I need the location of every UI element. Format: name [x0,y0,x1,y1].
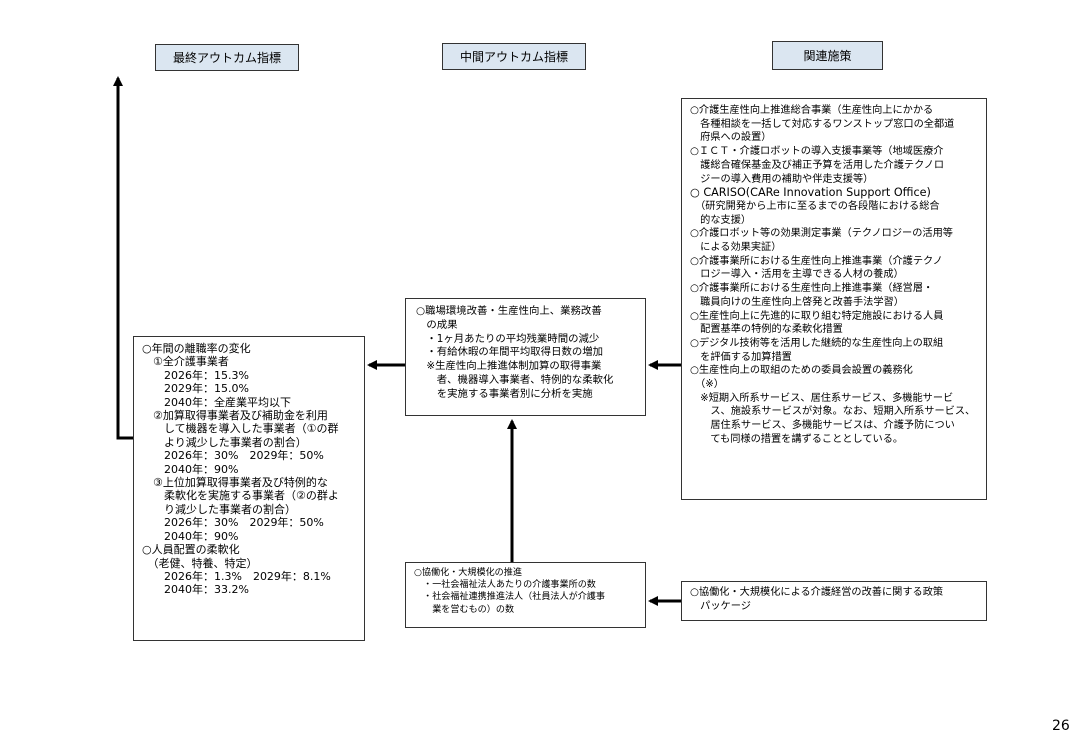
final-line: 2029年：15.0% [142,382,249,396]
final-outcome-box: ○年間の離職率の変化 ①全介護事業者 2026年：15.3% 2029年：15.… [133,336,365,641]
related-measures-box: ○介護生産性向上推進総合事業（生産性向上にかかる 各種相談を一括して対応するワン… [681,98,987,500]
final-line: ②加算取得事業者及び補助金を利用 [142,409,328,423]
header-intermediate-outcome: 中間アウトカム指標 [442,43,586,70]
measure-line: ○介護ロボット等の効果測定事業（テクノロジーの活用等 [690,228,953,240]
policy-package-box: ○協働化・大規模化による介護経営の改善に関する政策 パッケージ [681,581,987,621]
measure-note-line: 居住系サービス、多機能サービスは、介護予防につい [690,420,955,432]
final-line: 2040年：全産業平均以下 [142,395,291,409]
cooperation-box: ○協働化・大規模化の推進 ・一社会福祉法人あたりの介護事業所の数 ・社会福祉連携… [405,562,646,628]
measure-line: ○生産性向上の取組のための委員会設置の義務化 [690,365,913,377]
final-line: 2026年：15.3% [142,368,249,382]
final-line: 2040年：90% [142,462,239,476]
measure-line: ○ CARISO(CARe Innovation Support Office) [690,186,931,200]
intermediate-outcome-box: ○職場環境改善・生産性向上、業務改善 の成果 ・1ヶ月あたりの平均残業時間の減少… [405,298,646,416]
final-line: ③上位加算取得事業者及び特例的な [142,476,328,490]
intermediate-line: を実施する事業者別に分析を実施 [416,387,593,400]
final-line: ①全介護事業者 [142,355,229,369]
intermediate-line: の成果 [416,318,458,331]
measure-line: 職員向けの生産性向上啓発と改善手法学習） [690,296,904,308]
final-line: 2026年：30% 2029年：50% [142,449,324,463]
measure-line: （※） [690,379,724,391]
header-related-measures-label: 関連施策 [803,49,852,63]
final-line: 2040年：33.2% [142,583,249,597]
final-line: （老健、特養、特定） [142,556,258,570]
measure-line: ○介護事業所における生産性向上推進事業（介護テクノ [690,255,943,267]
cooperation-line: ・一社会福祉法人あたりの介護事業所の数 [414,580,596,591]
final-line: 2026年：30% 2029年：50% [142,516,324,530]
header-final-outcome: 最終アウトカム指標 [155,44,299,71]
page-number: 26 [1052,718,1070,734]
final-line: り減少した事業者の割合） [142,502,296,516]
measure-line: 各種相談を一括して対応するワンストップ窓口の全都道 [690,118,955,130]
final-line: ○人員配置の柔軟化 [142,543,240,557]
final-line: 2026年：1.3% 2029年：8.1% [142,569,331,583]
measure-line: 府県への設置） [690,132,772,144]
final-line: して機器を導入した事業者（①の群 [142,422,339,436]
arrow-final-up [113,76,133,440]
header-final-outcome-label: 最終アウトカム指標 [172,51,281,65]
measure-line: ○デジタル技術等を活用した継続的な生産性向上の取組 [690,337,944,349]
measure-line: による効果実証） [690,242,782,254]
intermediate-line: ※生産性向上推進体制加算の取得事業 [416,360,602,373]
final-line: より減少した事業者の割合） [142,435,307,449]
cooperation-line: 業を営むもの）の数 [414,604,515,615]
final-line: 柔軟化を実施する事業者（②の群よ [142,489,339,503]
measure-line: ロジー導入・活用を主導できる人材の養成） [690,269,904,281]
intermediate-line: ○職場環境改善・生産性向上、業務改善 [416,305,602,317]
package-line: パッケージ [690,600,751,612]
measure-line: 護総合確保基金及び補正予算を活用した介護テクノロ [690,159,945,171]
measure-note-line: ても同様の措置を講ずることとしている。 [690,433,904,445]
cooperation-line: ○協働化・大規模化の推進 [414,568,522,578]
measure-line: ジーの導入費用の補助や伴走支援等） [690,173,874,185]
measure-note-line: ス、施設系サービスが対象。なお、短期入所系サービス、 [690,406,976,418]
measure-line: ○ＩＣＴ・介護ロボットの導入支援事業等（地域医療介 [690,146,944,158]
header-intermediate-outcome-label: 中間アウトカム指標 [459,50,568,64]
intermediate-line: 者、機器導入事業者、特例的な柔軟化 [416,373,614,386]
measure-note-line: ※短期入所系サービス、居住系サービス、多機能サービ [690,392,954,404]
measure-line: 配置基準の特例的な柔軟化措置 [690,324,843,336]
cooperation-line: ・社会福祉連携推進法人（社員法人が介護事 [414,592,605,603]
measure-line: 的な支援） [690,214,752,226]
package-line: ○協働化・大規模化による介護経営の改善に関する政策 [690,587,944,598]
measure-line: （研究開発から上市に至るまでの各段階における総合 [690,200,940,212]
intermediate-line: ・1ヶ月あたりの平均残業時間の減少 [416,332,600,345]
header-related-measures: 関連施策 [772,41,883,70]
intermediate-line: ・有給休暇の年間平均取得日数の増加 [416,346,604,359]
final-line: ○年間の離職率の変化 [142,342,251,355]
measure-line: ○介護生産性向上推進総合事業（生産性向上にかかる [690,105,934,116]
final-line: 2040年：90% [142,529,239,543]
measure-line: ○生産性向上に先進的に取り組む特定施設における人員 [690,310,944,322]
measure-line: ○介護事業所における生産性向上推進事業（経営層・ [690,283,934,295]
measure-line: を評価する加算措置 [690,351,792,363]
